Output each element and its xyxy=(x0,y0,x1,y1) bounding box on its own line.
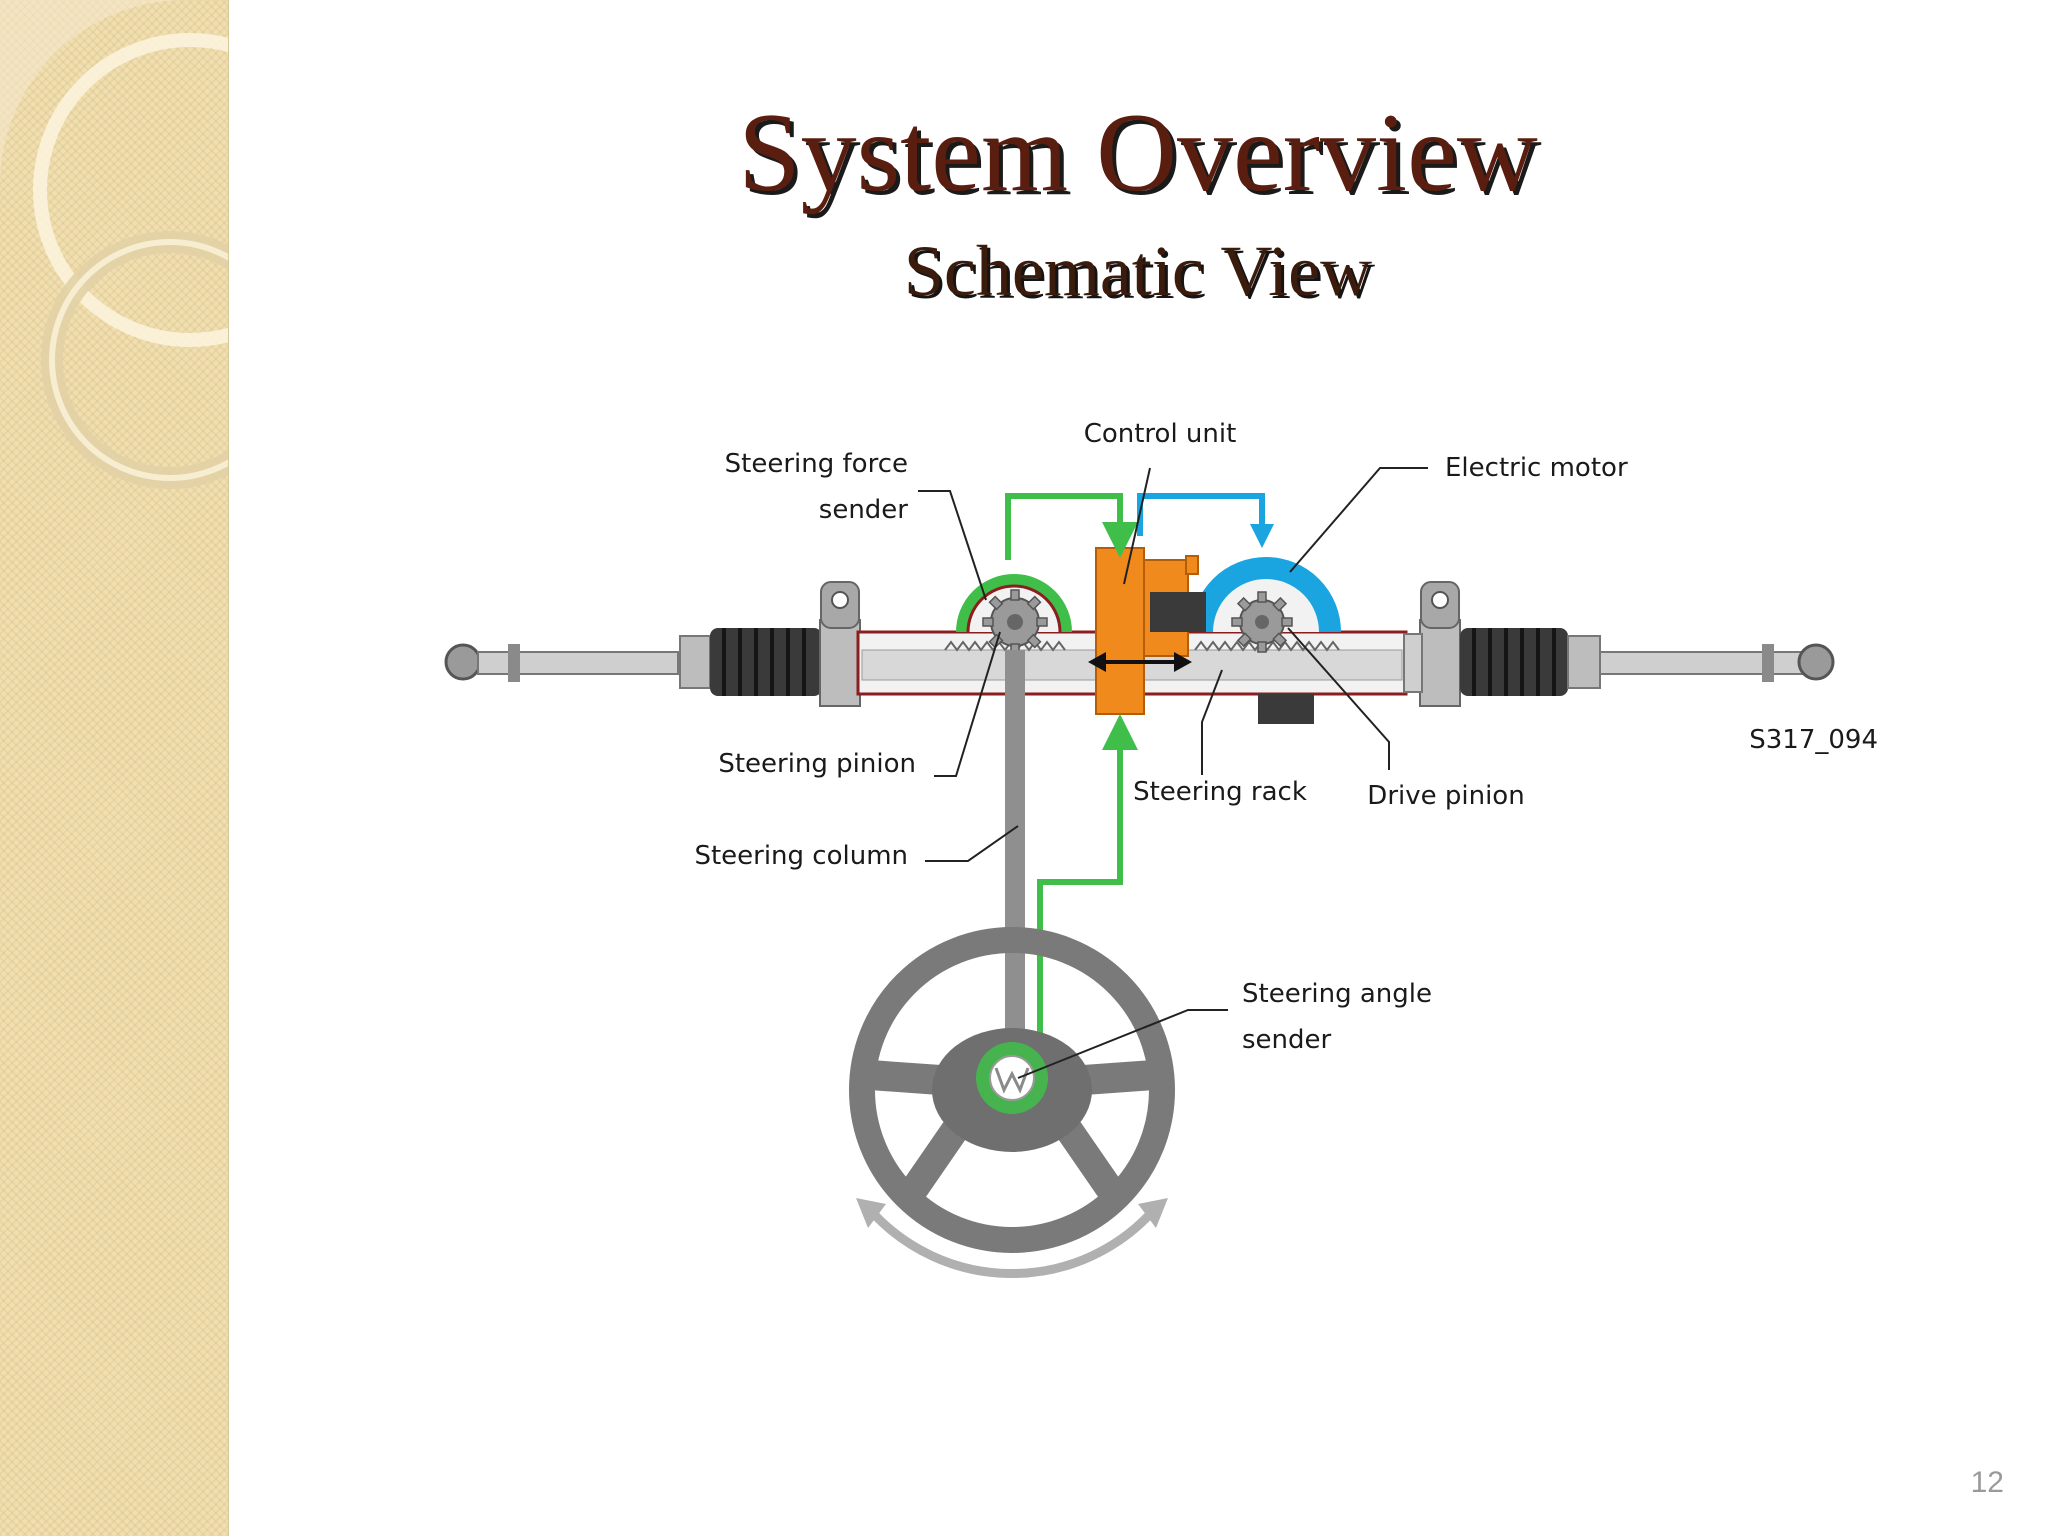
page-number: 12 xyxy=(1970,1466,2004,1499)
leader-lines xyxy=(918,467,1428,1079)
control-unit xyxy=(1095,547,1206,715)
angle-sender-signal-line xyxy=(1037,714,1138,1072)
right-mounting-bracket xyxy=(1403,581,1461,707)
force-sender-signal-line xyxy=(1005,493,1138,560)
label-steering-pinion: Steering pinion xyxy=(718,749,916,779)
label-steering-force-sender-2: sender xyxy=(819,495,909,525)
left-tie-rod xyxy=(444,643,679,682)
slide-subtitle: Schematic View xyxy=(903,231,1373,311)
label-steering-force-sender-1: Steering force xyxy=(725,449,908,479)
label-control-unit: Control unit xyxy=(1084,419,1237,449)
left-mounting-bracket xyxy=(819,581,861,707)
right-boot-bellows xyxy=(1460,628,1601,696)
label-steering-angle-sender-1: Steering angle xyxy=(1242,979,1432,1009)
label-steering-angle-sender-2: sender xyxy=(1242,1025,1332,1055)
steering-pinion-gear xyxy=(982,589,1048,655)
sidebar-rings-ornament xyxy=(0,0,228,489)
label-steering-column: Steering column xyxy=(694,841,908,871)
right-tie-rod xyxy=(1599,643,1835,682)
steering-column-shaft xyxy=(1005,650,1025,1030)
rack-movement-arrow xyxy=(1088,652,1192,672)
label-electric-motor: Electric motor xyxy=(1445,453,1628,483)
figure-code: S317_094 xyxy=(1749,725,1878,755)
wheel-rotation-arrow xyxy=(856,1198,1168,1279)
slide-title: System Overview xyxy=(738,91,1538,215)
left-boot-bellows xyxy=(679,628,822,696)
decorative-sidebar xyxy=(0,0,229,1536)
label-steering-rack: Steering rack xyxy=(1133,777,1307,807)
motor-drive-line xyxy=(1137,493,1274,548)
steering-angle-sender xyxy=(976,1042,1048,1114)
label-drive-pinion: Drive pinion xyxy=(1367,781,1524,811)
drive-pinion-gear xyxy=(1231,591,1293,653)
